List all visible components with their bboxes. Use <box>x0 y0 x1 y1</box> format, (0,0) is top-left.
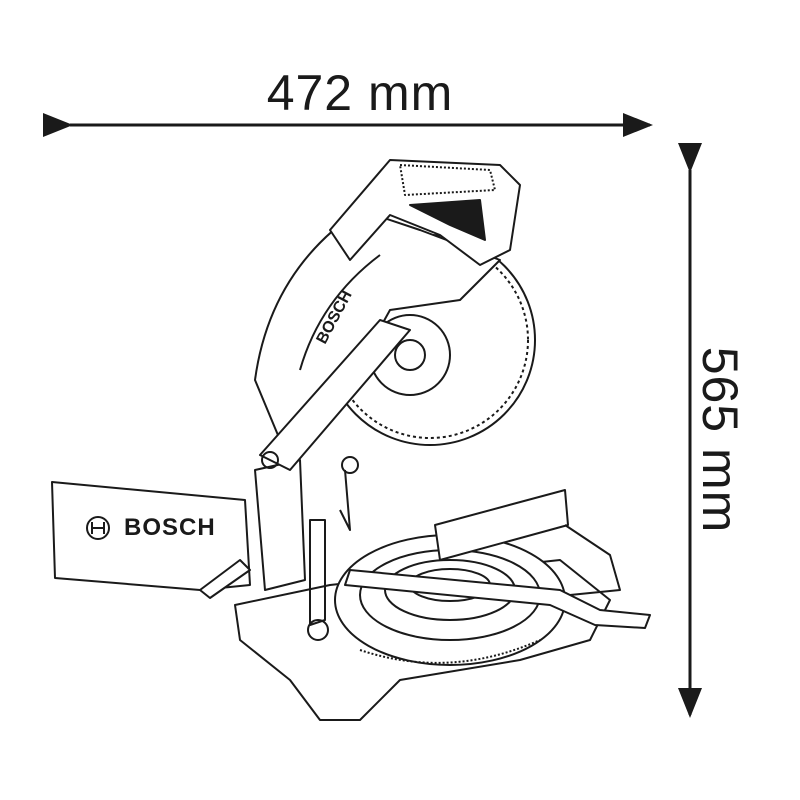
width-dimension-label: 472 mm <box>266 65 454 121</box>
fence <box>434 489 569 561</box>
dust-bag-brand: BOSCH <box>124 514 216 541</box>
height-dimension-label: 565 mm <box>692 346 748 534</box>
bosch-logo-icon <box>86 516 110 540</box>
